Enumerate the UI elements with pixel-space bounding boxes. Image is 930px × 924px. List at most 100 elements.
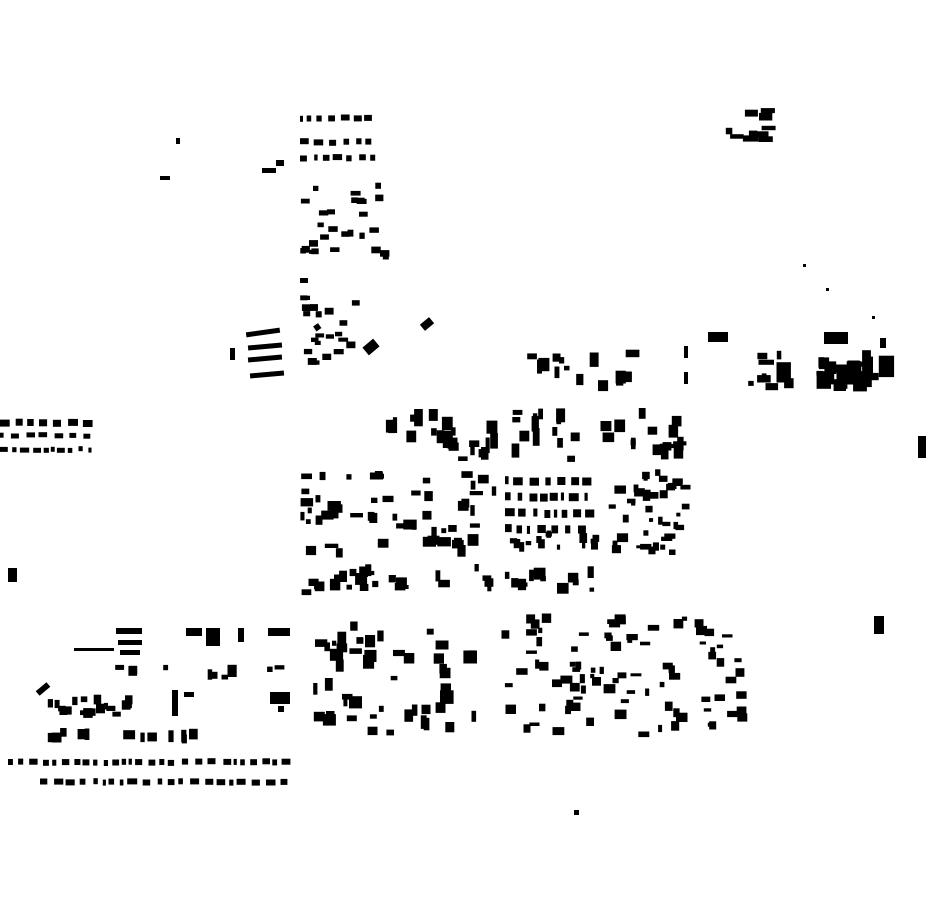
building — [662, 442, 672, 451]
building — [505, 524, 512, 533]
building — [578, 632, 589, 636]
building — [310, 304, 318, 311]
building — [490, 432, 498, 449]
building — [350, 621, 358, 631]
building — [314, 581, 325, 592]
building — [207, 758, 216, 765]
building — [359, 583, 369, 591]
building — [469, 491, 483, 496]
building — [626, 634, 638, 641]
building — [324, 307, 334, 315]
building — [313, 683, 318, 695]
building — [72, 696, 78, 706]
building — [147, 732, 157, 742]
building — [504, 683, 513, 688]
building — [411, 704, 418, 716]
building — [658, 516, 663, 525]
building — [93, 759, 98, 766]
building — [135, 759, 143, 766]
building — [428, 409, 438, 421]
building — [671, 721, 680, 731]
building — [422, 477, 431, 484]
building — [513, 539, 521, 549]
building — [673, 446, 684, 459]
building — [262, 758, 270, 765]
building — [727, 710, 738, 718]
building — [346, 715, 357, 722]
building — [349, 568, 357, 577]
building — [305, 545, 317, 556]
building — [47, 732, 54, 743]
building — [658, 475, 668, 482]
building — [569, 682, 580, 692]
building — [423, 717, 430, 731]
building — [529, 722, 540, 726]
building — [722, 634, 733, 638]
building — [336, 643, 348, 653]
building — [452, 539, 464, 549]
building — [567, 572, 579, 583]
building — [205, 778, 214, 785]
building — [346, 474, 352, 480]
building — [803, 264, 806, 267]
building — [346, 155, 352, 162]
building — [380, 250, 390, 257]
building — [77, 729, 89, 740]
building — [329, 578, 341, 591]
building — [93, 778, 98, 785]
building — [82, 420, 93, 427]
building — [748, 130, 758, 136]
building — [270, 692, 290, 704]
building — [262, 168, 276, 173]
building — [470, 443, 475, 456]
building — [659, 681, 665, 688]
building — [435, 640, 449, 650]
building — [369, 570, 375, 576]
building — [648, 546, 656, 555]
building — [523, 724, 531, 733]
building — [96, 703, 105, 714]
building — [346, 341, 356, 349]
building — [74, 648, 114, 651]
building — [699, 641, 706, 645]
building — [74, 759, 81, 765]
building — [62, 706, 72, 715]
building — [525, 541, 532, 546]
building — [393, 649, 405, 657]
building — [640, 641, 651, 646]
building — [614, 419, 626, 433]
building — [221, 674, 229, 680]
building — [664, 701, 673, 711]
building — [341, 231, 350, 237]
building — [537, 359, 542, 374]
building — [422, 510, 432, 520]
building — [355, 573, 368, 585]
building — [675, 524, 685, 531]
building — [343, 697, 348, 707]
building — [526, 614, 536, 624]
building — [569, 661, 576, 667]
building — [589, 587, 595, 592]
building — [353, 115, 362, 122]
building — [300, 295, 308, 301]
building — [578, 525, 586, 534]
building — [622, 514, 629, 523]
building — [758, 136, 773, 142]
building — [442, 430, 453, 448]
building — [513, 477, 523, 486]
building — [67, 447, 73, 453]
building — [140, 732, 145, 743]
building — [335, 659, 344, 672]
building — [505, 508, 515, 517]
building — [102, 779, 106, 786]
building — [317, 222, 324, 228]
building — [406, 430, 417, 443]
building — [300, 278, 308, 283]
building — [560, 492, 564, 501]
building — [315, 311, 322, 318]
building — [570, 702, 581, 711]
building — [609, 619, 621, 628]
building — [103, 702, 108, 710]
building — [664, 533, 676, 539]
building — [660, 445, 669, 460]
